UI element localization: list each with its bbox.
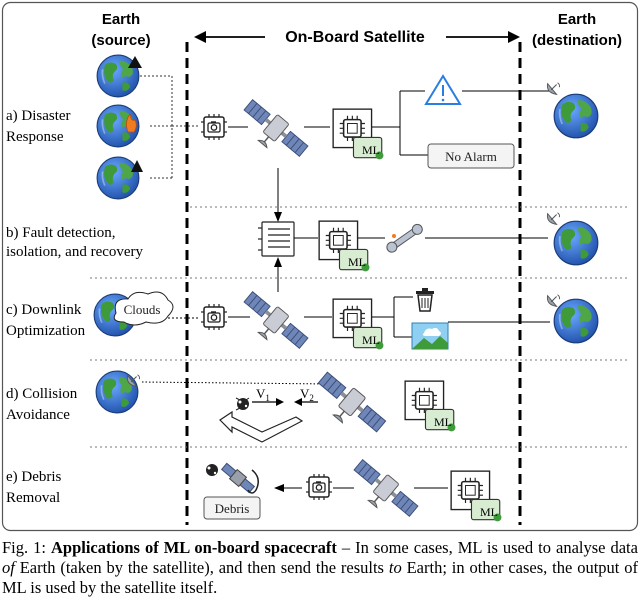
camera-chip-icon xyxy=(200,113,228,141)
on-board-satellite-header: On-Board Satellite xyxy=(285,29,425,46)
trash-icon xyxy=(416,288,434,312)
row-separators xyxy=(90,206,630,448)
ml-badge-label: ML xyxy=(480,505,498,519)
destination-header-line2: (destination) xyxy=(532,32,622,49)
debris-box xyxy=(203,496,261,520)
applications-diagram: Earth (source) Earth (destination) On-Bo… xyxy=(1,1,639,532)
row-a-label-line1: a) Disaster xyxy=(6,108,71,124)
warning-icon xyxy=(131,160,143,172)
ml-badge-label: ML xyxy=(348,255,366,269)
row-b: ML xyxy=(258,168,599,292)
caption-title: Applications of ML on-board spacecraft xyxy=(51,538,337,557)
fire-icon xyxy=(126,112,137,133)
row-c: Clouds ML xyxy=(93,287,599,358)
camera-chip-icon xyxy=(305,473,333,501)
row-a: ML No Alarm xyxy=(96,54,599,200)
row-d-label-line2: Avoidance xyxy=(6,407,70,423)
debris-piece-icon xyxy=(235,397,250,411)
caption-prefix: Fig. 1: xyxy=(2,538,51,557)
center-span-arrow xyxy=(194,31,520,43)
caption-to: to xyxy=(388,558,402,577)
clouds-label: Clouds xyxy=(124,302,161,317)
satellite-icon xyxy=(312,367,390,442)
camera-chip-icon xyxy=(200,303,228,331)
caption-text-3: Earth; in other cases, the output of ML … xyxy=(2,558,638,597)
row-d: V1 V2 ML xyxy=(95,367,455,443)
earth-icon xyxy=(553,93,599,139)
earth-icon xyxy=(95,370,139,414)
row-b-label-line2: isolation, and recovery xyxy=(6,244,144,260)
caption-text-2: Earth (taken by the satellite), and then… xyxy=(14,558,389,577)
earth-icon xyxy=(553,298,599,344)
dish-icon xyxy=(546,294,561,307)
satellite-icon xyxy=(238,95,312,166)
debris-cluster-icon xyxy=(206,462,259,494)
controller-icon xyxy=(261,221,295,257)
row-e: Debris ML xyxy=(203,455,501,526)
source-header-line2: (source) xyxy=(91,32,150,49)
caption-text-1: – In some cases, ML is used to analyse d… xyxy=(336,538,638,557)
row-d-label-line1: d) Collision xyxy=(6,386,78,402)
v2-label: V2 xyxy=(300,386,314,403)
caption-of: of xyxy=(2,558,15,577)
ml-badge-label: ML xyxy=(434,415,452,429)
debris-label: Debris xyxy=(215,501,250,516)
row-b-label-line1: b) Fault detection, xyxy=(6,225,116,241)
source-header-line1: Earth xyxy=(102,11,140,28)
ml-badge-label: ML xyxy=(362,333,380,347)
earth-icon xyxy=(96,156,140,200)
cloud-shape xyxy=(113,291,174,326)
row-c-label-line1: c) Downlink xyxy=(6,302,82,318)
figure-caption: Fig. 1: Applications of ML on-board spac… xyxy=(2,538,638,598)
satellite-icon xyxy=(238,287,312,358)
diagram-frame xyxy=(1,1,639,532)
row-c-label-line2: Optimization xyxy=(6,323,86,339)
earth-icon xyxy=(553,220,599,266)
row-e-label-line1: e) Debris xyxy=(6,469,62,485)
dish-icon xyxy=(546,212,561,225)
satellite-icon xyxy=(348,455,422,526)
volcano-icon xyxy=(128,56,142,68)
no-alarm-label: No Alarm xyxy=(445,149,497,164)
image-icon xyxy=(411,322,449,350)
row-a-label-line2: Response xyxy=(6,129,64,145)
dish-icon xyxy=(546,82,561,95)
no-alarm-box xyxy=(427,143,515,169)
ml-badge-label: ML xyxy=(362,143,380,157)
wrench-icon xyxy=(386,223,423,253)
avoidance-maneuver-arrow xyxy=(219,410,304,443)
v1-label: V1 xyxy=(256,386,270,403)
destination-header-line1: Earth xyxy=(558,11,596,28)
row-e-label-line2: Removal xyxy=(6,490,60,506)
